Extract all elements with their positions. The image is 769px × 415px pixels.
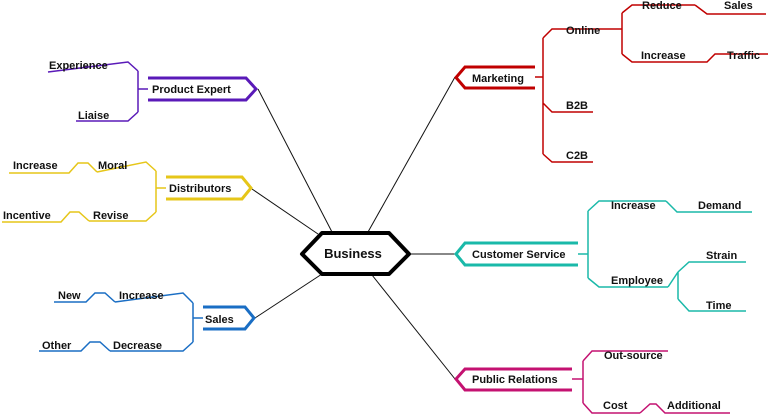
marketing-b2b-label: B2B <box>566 100 588 112</box>
sales-new-label: New <box>58 290 81 302</box>
sales-decrease-label: Decrease <box>113 340 162 352</box>
sales-decrease-other-line <box>39 341 111 352</box>
connector-public-relations <box>371 274 456 380</box>
central-topic[interactable]: Business <box>300 231 411 276</box>
pr-additional-label: Additional <box>667 400 721 412</box>
branch-sales <box>39 292 256 352</box>
central-topic-hexagon <box>300 231 411 276</box>
pr-cost-additional-line <box>639 403 730 414</box>
connector-marketing <box>367 76 456 233</box>
marketing-increase-label: Increase <box>641 50 686 62</box>
cs-increase-demand-line <box>665 200 752 213</box>
distributors-topic-frame <box>166 175 253 201</box>
cs-increase-label: Increase <box>611 200 656 212</box>
marketing-c2b-label: C2B <box>566 150 588 162</box>
marketing-bracket <box>535 28 612 163</box>
customer-service-topic-frame <box>454 241 578 267</box>
customer-service-topic-label: Customer Service <box>472 249 566 261</box>
customer-service-topic-box[interactable] <box>457 245 578 264</box>
cs-employee-label: Employee <box>611 275 663 287</box>
distributors-topic-label: Distributors <box>169 183 231 195</box>
public-relations-topic-label: Public Relations <box>472 374 558 386</box>
branch-distributors <box>2 161 253 223</box>
main-connectors <box>251 76 456 380</box>
marketing-sales-label: Sales <box>724 0 753 12</box>
distributors-revise-label: Revise <box>93 210 128 222</box>
cs-demand-label: Demand <box>698 200 741 212</box>
cs-strain-label: Strain <box>706 250 737 262</box>
sales-other-label: Other <box>42 340 72 352</box>
distributors-increase-label: Increase <box>13 160 58 172</box>
product-expert-experience-label: Experience <box>49 60 108 72</box>
branch-product-expert <box>47 61 259 122</box>
branch-customer-service <box>454 200 752 312</box>
product-expert-liaise-label: Liaise <box>78 110 109 122</box>
cs-time-label: Time <box>706 300 731 312</box>
branch-public-relations <box>454 350 730 414</box>
distributors-revise-incentive-line <box>2 211 90 223</box>
product-expert-topic-box[interactable] <box>148 80 256 99</box>
pr-cost-label: Cost <box>603 400 628 412</box>
branch-marketing <box>454 4 768 163</box>
public-relations-bracket <box>572 350 668 414</box>
connector-sales <box>254 273 323 319</box>
connector-product-expert <box>257 88 333 233</box>
distributors-topic-box[interactable] <box>166 179 251 198</box>
customer-service-bracket <box>578 200 668 288</box>
product-expert-topic-label: Product Expert <box>152 84 231 96</box>
public-relations-topic-frame <box>454 367 572 392</box>
distributors-moral-increase-line <box>9 162 98 174</box>
connector-distributors <box>251 188 319 235</box>
marketing-topic-frame <box>454 65 535 90</box>
product-expert-topic-frame <box>148 76 259 102</box>
distributors-moral-label: Moral <box>98 160 127 172</box>
marketing-online-label: Online <box>566 25 600 37</box>
online-bracket <box>612 4 768 63</box>
public-relations-topic-box[interactable] <box>457 370 572 389</box>
cs-employee-bracket <box>667 261 746 312</box>
sales-increase-new-line <box>54 292 116 303</box>
pr-outsource-label: Out-source <box>604 350 663 362</box>
central-topic-label: Business <box>324 246 382 261</box>
product-expert-bracket <box>47 61 148 122</box>
sales-topic-label: Sales <box>205 314 234 326</box>
marketing-topic-box[interactable] <box>456 68 535 87</box>
distributors-bracket <box>89 161 166 222</box>
marketing-reduce-label: Reduce <box>642 0 682 12</box>
sales-topic-box[interactable] <box>203 309 254 328</box>
sales-bracket <box>110 292 203 352</box>
sales-increase-label: Increase <box>119 290 164 302</box>
marketing-traffic-label: Traffic <box>727 50 760 62</box>
sales-topic-frame <box>203 305 256 331</box>
distributors-incentive-label: Incentive <box>3 210 51 222</box>
marketing-topic-label: Marketing <box>472 73 524 85</box>
